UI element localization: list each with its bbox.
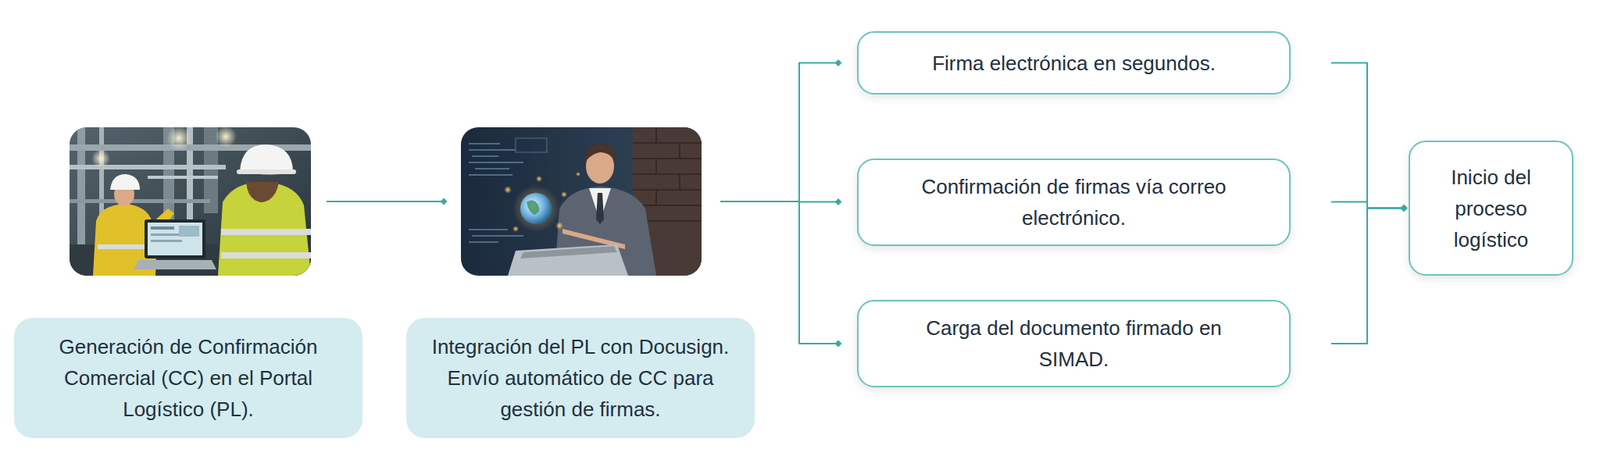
flow-connector [1331,63,1404,209]
illustration-part [512,185,560,233]
illustration-part [69,127,311,276]
illustration-part [214,127,237,148]
illustration-part [535,175,543,183]
illustration-part [221,252,311,259]
illustration-part [69,199,211,204]
step-text: Integración del PL con Docusign. Envío a… [420,331,741,425]
flow-connector [1331,202,1404,209]
illustration-part [555,221,564,230]
illustration-part [632,189,702,191]
illustration-part [584,144,616,164]
illustration-part [575,171,581,177]
illustration-part [133,260,217,270]
illustration-part [468,174,513,176]
illustration-part [520,192,552,225]
illustration-part [217,182,311,276]
process-step: Integración del PL con Docusign. Envío a… [406,127,755,439]
illustration-part [596,192,604,225]
illustration-part [468,241,499,243]
illustration-part [655,127,658,143]
step-text: Firma electrónica en segundos. [932,47,1216,79]
illustration-part [150,226,175,230]
illustration-part [69,164,226,170]
illustration-part [560,191,568,198]
illustration-part [91,149,111,168]
illustration-part [468,142,500,145]
illustration-part [246,182,279,203]
photo-content [69,127,311,276]
illustration-part [475,167,510,170]
illustration-part [503,185,512,194]
caption-panel: Integración del PL con Docusign. Envío a… [406,317,755,439]
illustration-part [150,239,183,243]
illustration-part [110,174,140,190]
photo-content [460,127,702,276]
flow-connector [326,200,444,203]
process-box: Carga del documento firmado en SIMAD. [857,300,1291,388]
illustration-part [468,161,524,164]
illustration-part [221,228,311,236]
process-box: Inicio del proceso logístico [1408,140,1574,276]
step-text: Carga del documento firmado en SIMAD. [917,312,1231,375]
illustration-part [632,173,702,175]
illustration-part [515,138,547,153]
illustration-part [178,225,200,237]
illustration-part [655,189,658,206]
illustration-part [147,222,203,256]
process-step: Generación de Confirmación Comercial (CC… [14,127,363,439]
process-box: Firma electrónica en segundos. [857,31,1291,95]
illustration-part [512,225,519,233]
illustration-part [632,157,702,160]
industrial-photo [69,127,311,276]
illustration-part [468,228,508,231]
illustration-part [166,127,192,151]
illustration-part [460,127,702,276]
illustration-part [632,142,702,144]
flow-connector [1331,208,1404,345]
business-photo [460,127,702,276]
illustration-part [236,169,297,175]
illustration-part [144,219,206,259]
illustration-part [526,200,540,215]
illustration-part [678,142,681,159]
illustration-part [468,149,516,151]
flow-connector [720,63,839,203]
illustration-part [147,175,218,179]
step-text: Confirmación de firmas vía correo electr… [890,171,1258,234]
illustration-part [471,155,499,158]
illustration-part [655,158,658,175]
illustration-part [520,246,618,259]
caption-panel: Generación de Confirmación Comercial (CC… [14,317,363,439]
illustration-part [507,244,629,276]
illustration-part [471,235,524,237]
step-text: Inicio del proceso logístico [1428,161,1554,256]
step-text: Generación de Confirmación Comercial (CC… [28,331,349,425]
illustration-part [678,174,681,190]
process-box: Confirmación de firmas vía correo electr… [857,158,1291,247]
